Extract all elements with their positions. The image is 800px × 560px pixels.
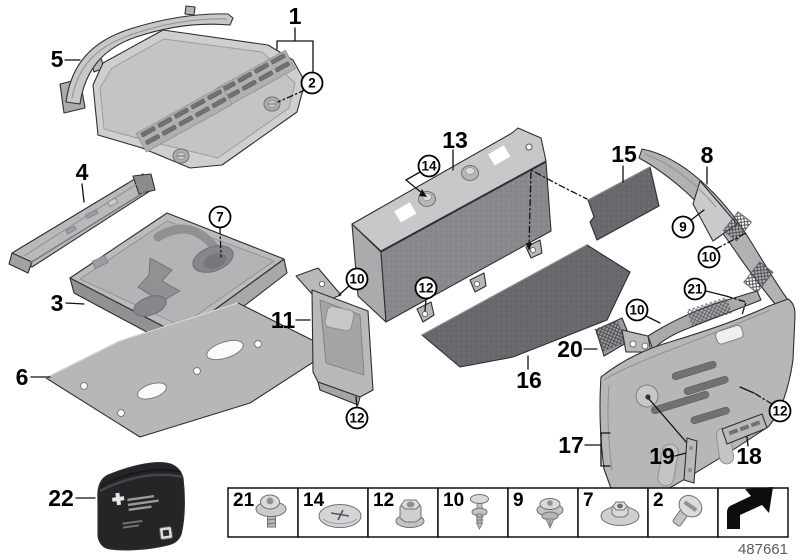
kit-label-text-lines: [122, 494, 159, 529]
part-label-6[interactable]: 6: [16, 364, 29, 390]
svg-text:9: 9: [513, 490, 524, 511]
fastener-legend: 21 14 12: [227, 487, 789, 538]
svg-text:21: 21: [233, 490, 255, 511]
legend-item-2[interactable]: 2: [647, 487, 719, 538]
callout-14[interactable]: 14: [404, 154, 441, 198]
kit-logo-badge: [158, 525, 174, 541]
part-4-sill-strip: [8, 173, 156, 274]
callout-12[interactable]: 12: [345, 396, 369, 430]
svg-text:21: 21: [687, 282, 703, 297]
svg-text:14: 14: [421, 159, 437, 174]
part-11-side-bracket: [295, 267, 374, 406]
part-20-upper-rail: [594, 290, 762, 357]
part-8-tail-trim: [638, 148, 793, 311]
callout-21[interactable]: 21: [683, 277, 747, 316]
part-label-15[interactable]: 15: [611, 141, 637, 167]
part-15-damping-mat: [587, 166, 660, 241]
part-22-first-aid-kit: [97, 462, 185, 551]
callout-10[interactable]: 10: [697, 232, 747, 269]
svg-text:10: 10: [629, 303, 644, 318]
legend-item-7[interactable]: 7: [577, 487, 649, 538]
svg-text:12: 12: [772, 404, 787, 419]
first-aid-cross-icon: [111, 492, 125, 506]
washer-hex-nut-icon: [600, 501, 640, 526]
grommet: [461, 165, 479, 181]
expansion-rivet-icon: [470, 494, 489, 530]
svg-text:12: 12: [373, 490, 394, 511]
part-18-slotted-plate: [721, 413, 768, 445]
svg-text:2: 2: [308, 76, 316, 91]
part-1-rear-trim-panel: [92, 29, 306, 169]
part-label-3[interactable]: 3: [51, 290, 64, 316]
svg-text:2: 2: [653, 490, 664, 511]
part-label-22[interactable]: 22: [48, 485, 74, 511]
louvre-grille-lower: [135, 85, 233, 153]
callout-12[interactable]: 12: [414, 276, 438, 312]
part-16-floor-mat: [421, 244, 631, 368]
legend-item-continue[interactable]: [717, 487, 789, 538]
svg-text:12: 12: [418, 281, 433, 296]
callout-10[interactable]: 10: [625, 298, 661, 324]
screw-with-washer-icon: [255, 494, 287, 528]
part-17-bumper-trim-panel: [599, 298, 796, 504]
mounting-reference-line: [528, 168, 588, 247]
part-19-bracket-strip: [648, 398, 698, 484]
callout-12[interactable]: 12: [739, 386, 792, 423]
legend-item-9[interactable]: 9: [507, 487, 579, 538]
part-6-floor-board: [45, 302, 333, 438]
svg-text:9: 9: [679, 220, 687, 235]
part-label-11[interactable]: 11: [271, 307, 296, 333]
part-label-20[interactable]: 20: [557, 336, 583, 362]
part-label-4[interactable]: 4: [76, 159, 89, 185]
svg-text:12: 12: [349, 411, 364, 426]
turn-lock-fastener-icon: [672, 494, 703, 527]
legend-item-12[interactable]: 12: [367, 487, 439, 538]
snap-grommet-clip-icon: [536, 498, 564, 529]
svg-text:7: 7: [216, 210, 224, 225]
continue-arrow-icon: [727, 487, 773, 529]
svg-text:7: 7: [583, 490, 594, 511]
legend-item-14[interactable]: 14: [297, 487, 369, 538]
part-label-19[interactable]: 19: [649, 443, 675, 469]
part-label-13[interactable]: 13: [442, 127, 468, 153]
part-label-16[interactable]: 16: [516, 367, 542, 393]
part-label-8[interactable]: 8: [701, 142, 714, 168]
part-label-17[interactable]: 17: [558, 432, 584, 458]
drawing-number: 487661: [738, 541, 788, 558]
part-label-5[interactable]: 5: [51, 46, 64, 72]
callout-10[interactable]: 10: [338, 267, 369, 296]
callout-9[interactable]: 9: [671, 209, 705, 239]
part-label-18[interactable]: 18: [736, 443, 762, 469]
callout-2[interactable]: 2: [277, 71, 324, 103]
callout-7[interactable]: 7: [208, 205, 232, 258]
part-5-support-rail: [59, 5, 234, 114]
leader-lines: [30, 27, 749, 499]
turn-lock-on-panel: [172, 148, 190, 164]
svg-text:10: 10: [443, 490, 464, 511]
turn-lock-on-panel: [263, 96, 281, 112]
svg-text:14: 14: [303, 490, 325, 511]
legend-item-10[interactable]: 10: [437, 487, 509, 538]
svg-text:10: 10: [349, 272, 364, 287]
dome-washer-clip-icon: [318, 504, 362, 528]
svg-text:10: 10: [701, 250, 716, 265]
part-label-1[interactable]: 1: [289, 3, 302, 29]
hex-flange-nut-icon: [395, 499, 425, 528]
legend-item-21[interactable]: 21: [227, 487, 299, 538]
